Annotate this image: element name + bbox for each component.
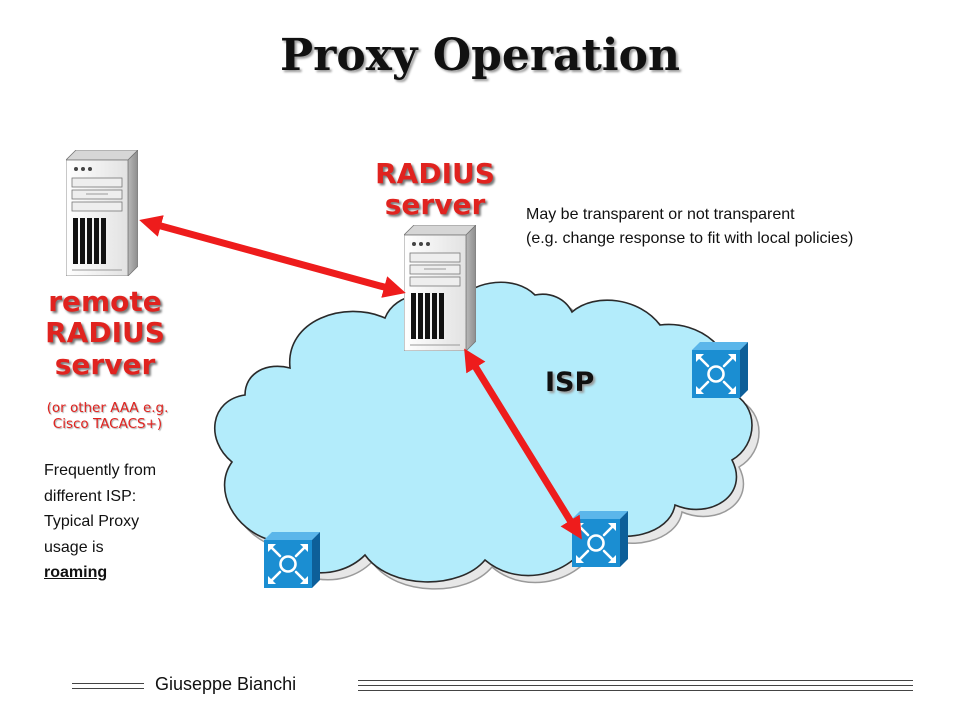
radius-server-label: RADIUS server bbox=[375, 157, 495, 222]
roaming-emphasis: roaming bbox=[44, 564, 108, 581]
router-icon bbox=[572, 511, 628, 567]
footer-rule-right bbox=[358, 680, 913, 681]
proxy-radius-server-icon bbox=[404, 225, 476, 351]
slide-title: Proxy Operation bbox=[280, 30, 680, 81]
remote-radius-server-icon bbox=[66, 150, 138, 276]
double-arrow-icon bbox=[464, 348, 582, 540]
footer-rule-left bbox=[72, 688, 144, 689]
footer-author: Giuseppe Bianchi bbox=[155, 674, 297, 694]
router-icon bbox=[264, 532, 320, 588]
isp-label: ISP bbox=[545, 367, 595, 398]
footer-rule-left bbox=[72, 683, 144, 684]
router-icon bbox=[692, 342, 748, 398]
double-arrow-icon bbox=[139, 215, 406, 298]
footer-rule-right bbox=[358, 685, 913, 686]
transparency-note: May be transparent or not transparent (e… bbox=[526, 206, 854, 247]
roaming-note: Frequently from different ISP: Typical P… bbox=[44, 458, 204, 586]
remote-radius-server-label: remote RADIUS server bbox=[45, 285, 165, 381]
remote-server-subtitle: (or other AAA e.g. Cisco TACACS+) bbox=[46, 400, 169, 433]
footer-rule-right bbox=[358, 690, 913, 691]
